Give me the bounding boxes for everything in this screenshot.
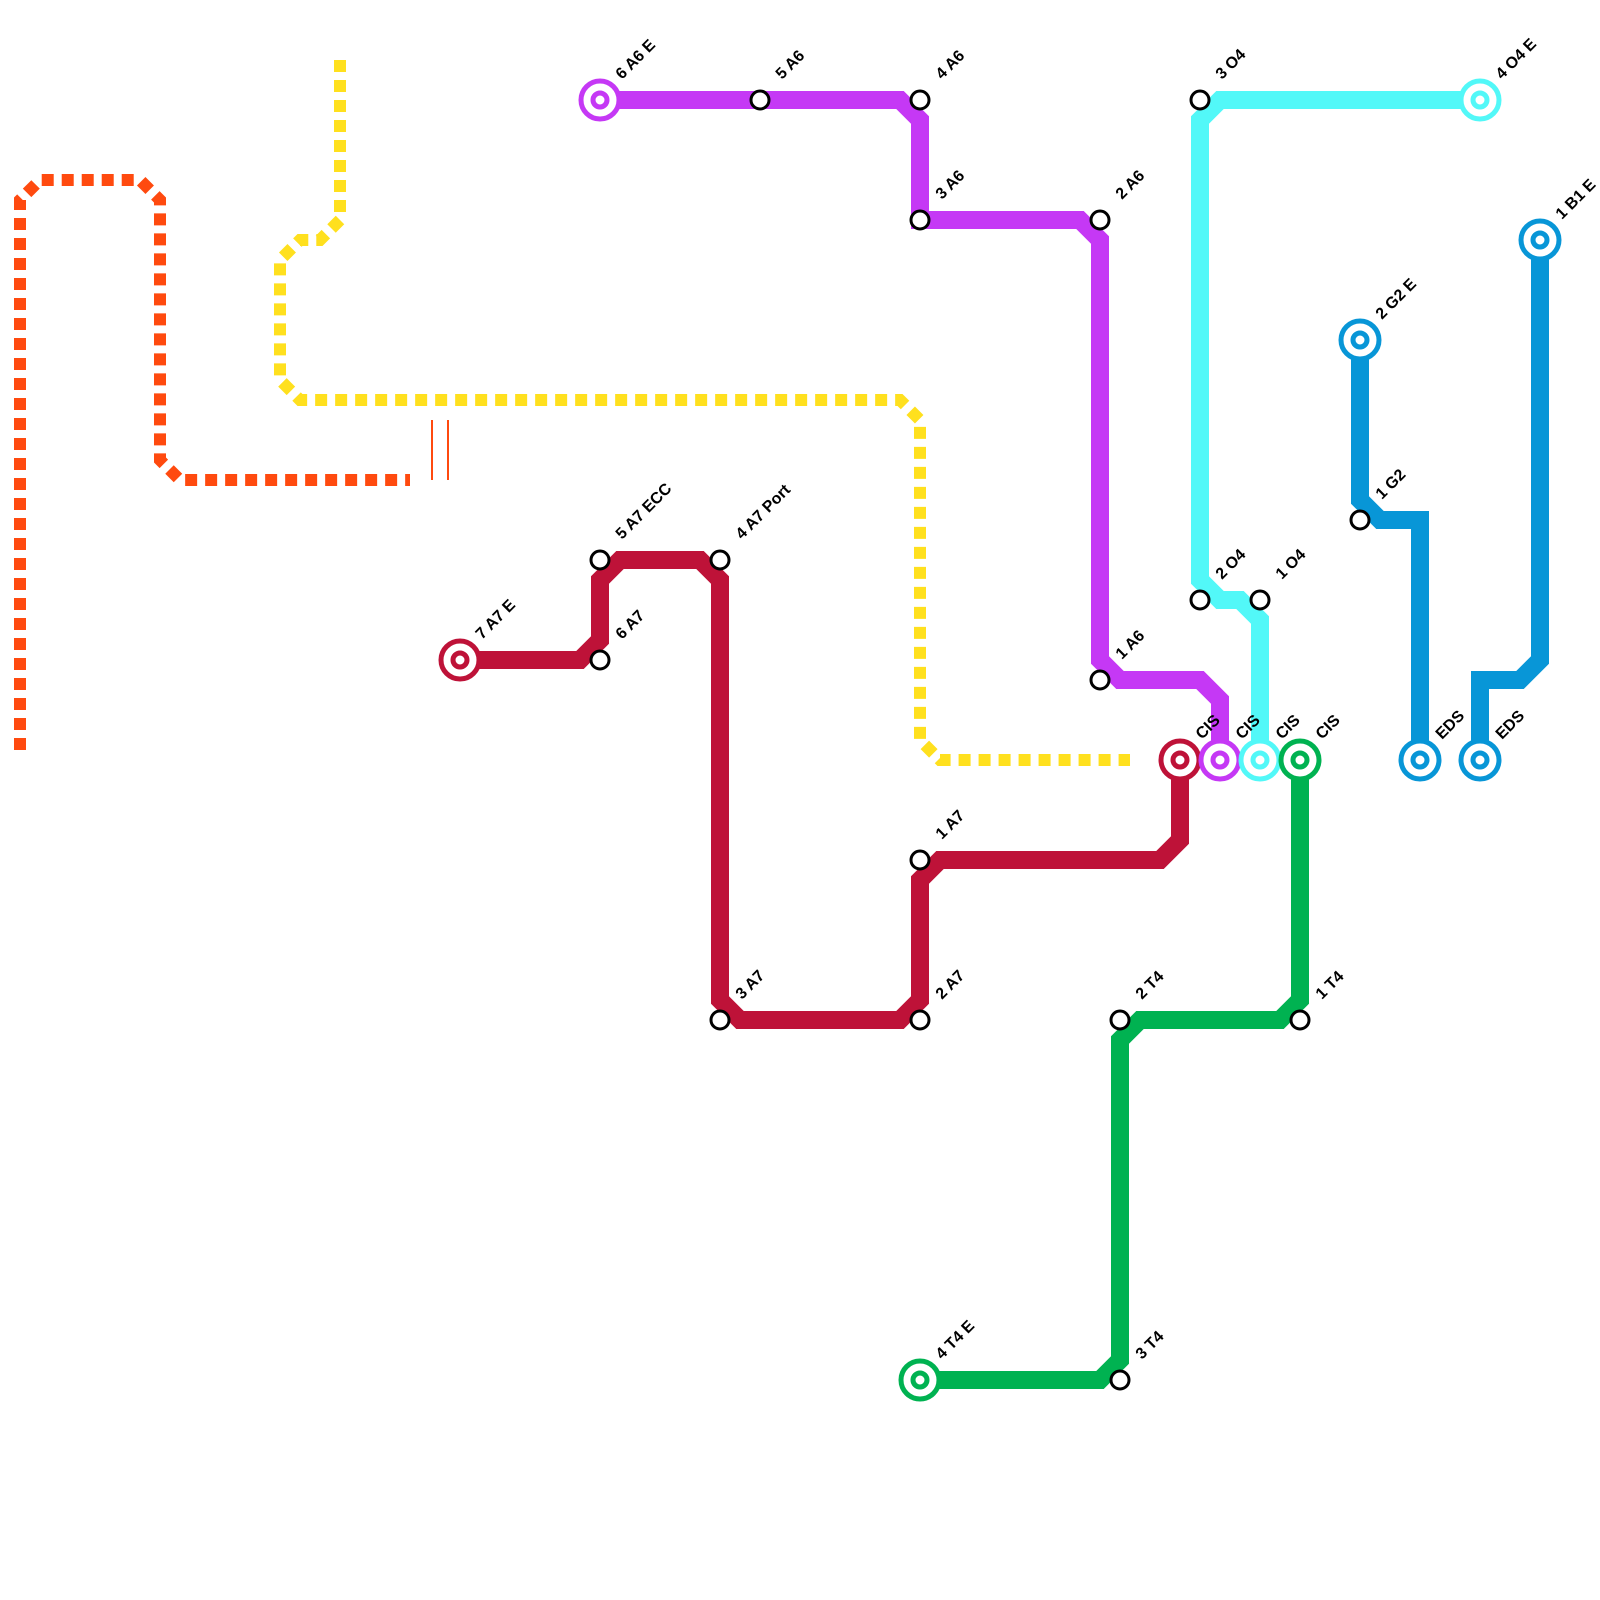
label-2-o4: 2 O4	[1213, 546, 1250, 583]
stop-4-a7-port[interactable]	[709, 549, 731, 571]
label-1-b1-e: 1 B1 E	[1553, 176, 1600, 223]
label-4-a6: 4 A6	[933, 47, 969, 83]
stop-4-a6[interactable]	[909, 89, 931, 111]
label-1-t4: 1 T4	[1313, 968, 1348, 1003]
stop-1-o4[interactable]	[1249, 589, 1271, 611]
label-1-g2: 1 G2	[1373, 466, 1410, 503]
label-4-t4-e: 4 T4 E	[933, 1317, 979, 1363]
label-5-a7-ecc: 5 A7 ECC	[613, 480, 676, 543]
stop-2-t4[interactable]	[1109, 1009, 1131, 1031]
stop-1-t4[interactable]	[1289, 1009, 1311, 1031]
label-2-a6: 2 A6	[1113, 167, 1149, 203]
stop-3-t4[interactable]	[1109, 1369, 1131, 1391]
label-3-o4: 3 O4	[1213, 46, 1250, 83]
line-g2	[1351, 340, 1429, 760]
label-1-a6: 1 A6	[1113, 627, 1149, 663]
line-yellow-dashed	[274, 60, 1130, 766]
terminal-cis-o4[interactable]	[1238, 738, 1282, 782]
stop-6-a7[interactable]	[589, 649, 611, 671]
line-t4	[920, 760, 1309, 1389]
terminal-eds-g2[interactable]	[1398, 738, 1442, 782]
label-7-a7-e: 7 A7 E	[473, 596, 519, 642]
terminal-cis-a7[interactable]	[1158, 738, 1202, 782]
line-a7	[460, 551, 1189, 1029]
label-2-g2-e: 2 G2 E	[1373, 275, 1420, 322]
stop-5-a6[interactable]	[749, 89, 771, 111]
stop-2-a7[interactable]	[909, 1009, 931, 1031]
label-eds-g2: EDS	[1433, 707, 1469, 743]
line-orange-dashed	[14, 174, 410, 750]
label-cis-t4: CIS	[1313, 712, 1344, 743]
terminal-1-b1-e[interactable]	[1518, 218, 1562, 262]
terminal-4-o4-e[interactable]	[1458, 78, 1502, 122]
stop-3-a6[interactable]	[909, 209, 931, 231]
label-cis-o4: CIS	[1273, 712, 1304, 743]
terminal-cis-a6[interactable]	[1198, 738, 1242, 782]
label-4-o4-e: 4 O4 E	[1493, 35, 1540, 82]
terminal-6-a6-e[interactable]	[578, 78, 622, 122]
label-3-a6: 3 A6	[933, 167, 969, 203]
line-b1	[1471, 240, 1549, 760]
label-3-t4: 3 T4	[1133, 1328, 1168, 1363]
label-eds-b1: EDS	[1493, 707, 1529, 743]
label-5-a6: 5 A6	[773, 47, 809, 83]
stop-3-o4[interactable]	[1189, 89, 1211, 111]
crossing-mark	[431, 420, 449, 480]
terminal-4-t4-e[interactable]	[898, 1358, 942, 1402]
stop-1-a6[interactable]	[1089, 669, 1111, 691]
terminal-eds-b1[interactable]	[1458, 738, 1502, 782]
line-o4	[1191, 91, 1480, 760]
label-1-o4: 1 O4	[1273, 546, 1310, 583]
stop-1-a7[interactable]	[909, 849, 931, 871]
stop-2-o4[interactable]	[1189, 589, 1211, 611]
stop-2-a6[interactable]	[1089, 209, 1111, 231]
label-1-a7: 1 A7	[933, 807, 969, 843]
label-3-a7: 3 A7	[733, 967, 769, 1003]
terminal-7-a7-e[interactable]	[438, 638, 482, 682]
stop-5-a7-ecc[interactable]	[589, 549, 611, 571]
terminal-2-g2-e[interactable]	[1338, 318, 1382, 362]
label-2-a7: 2 A7	[933, 967, 969, 1003]
label-6-a6-e: 6 A6 E	[613, 36, 659, 82]
stop-1-g2[interactable]	[1349, 509, 1371, 531]
line-a6	[600, 91, 1229, 760]
terminal-cis-t4[interactable]	[1278, 738, 1322, 782]
label-2-t4: 2 T4	[1133, 968, 1168, 1003]
label-4-a7-port: 4 A7 Port	[733, 481, 795, 543]
label-6-a7: 6 A7	[613, 607, 649, 643]
stop-3-a7[interactable]	[709, 1009, 731, 1031]
